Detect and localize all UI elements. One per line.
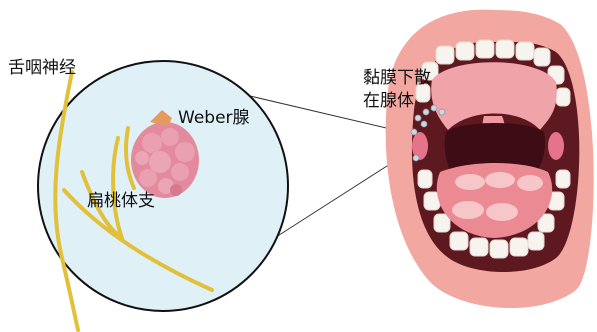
label-glossopharyngeal-nerve: 舌咽神经 — [8, 60, 76, 77]
open-mouth — [386, 10, 594, 308]
label-weber-gland: Weber腺 — [178, 110, 250, 127]
label-tonsillar-branch: 扁桃体支 — [87, 193, 155, 210]
label-minor-glands-line1: 黏膜下散 — [363, 70, 431, 87]
label-minor-glands-line2: 在腺体 — [363, 93, 414, 110]
tonsil — [131, 122, 199, 198]
